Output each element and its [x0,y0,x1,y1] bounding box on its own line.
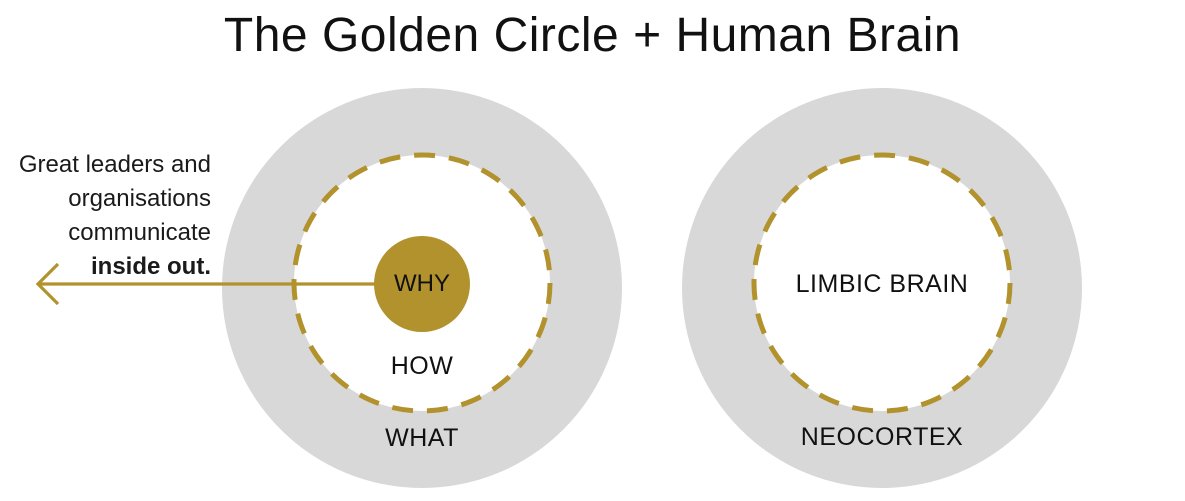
why-circle: WHY [374,236,470,332]
arrow-head [35,262,60,306]
brain-circle-inner-ring [751,152,1013,414]
diagram-title: The Golden Circle + Human Brain [223,9,962,62]
annotation-line-1: Great leaders and [18,151,211,178]
why-label: WHY [394,270,450,297]
annotation-text: Great leaders and organisations communic… [0,148,211,284]
neocortex-label: NEOCORTEX [800,423,964,451]
annotation-line-2: organisations [68,185,211,212]
limbic-brain-label: LIMBIC BRAIN [795,270,969,298]
how-label: HOW [390,352,454,380]
annotation-line-4: inside out. [91,253,211,280]
what-label: WHAT [385,424,459,452]
annotation-line-3: communicate [68,219,211,246]
inside-out-arrow [35,262,424,306]
